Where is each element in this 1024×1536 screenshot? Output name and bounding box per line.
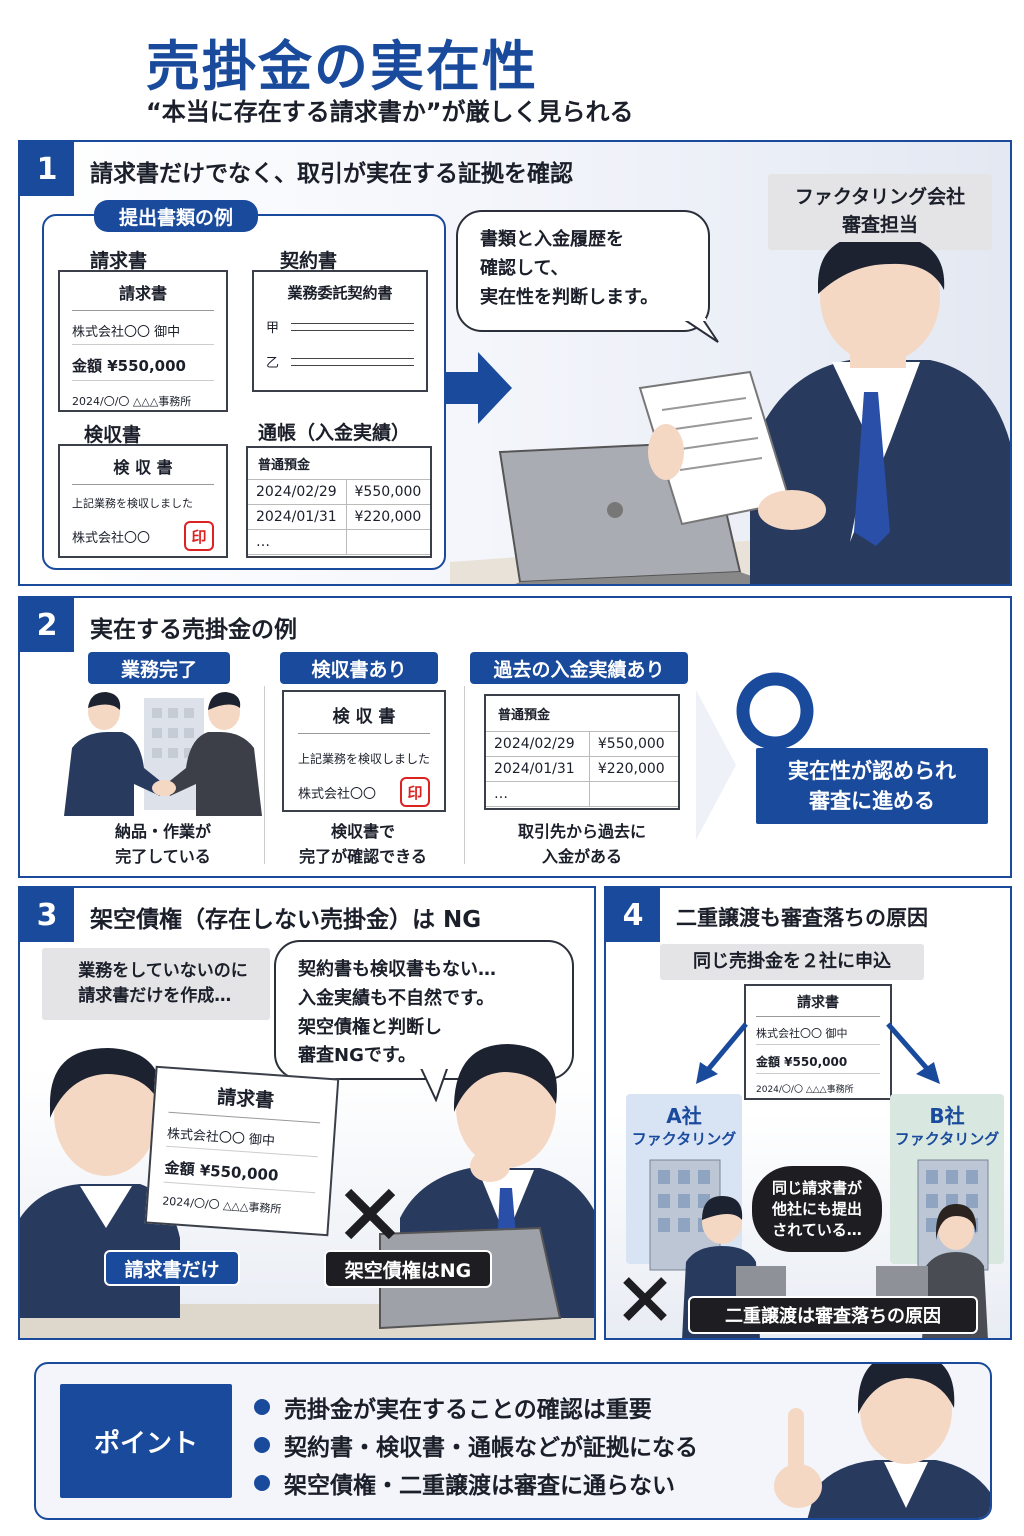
section-title: 実在する売掛金の例: [90, 617, 297, 643]
page-subtitle: “本当に存在する請求書か”が厳しく見られる: [146, 98, 634, 126]
invoice-label: 請求書: [90, 250, 148, 272]
tag-fictitious-ng: 架空債権はNG: [324, 1250, 492, 1288]
table-row: 2024/01/31¥220,000: [248, 504, 430, 530]
point-label: ポイント: [60, 1384, 232, 1498]
table-row: 2024/02/29¥550,000: [486, 732, 678, 757]
divider: [264, 686, 265, 864]
handshake-illustration: [64, 692, 262, 816]
passbook-label: 通帳（入金実績）: [258, 422, 411, 444]
company-b-sub: ファクタリング: [894, 1130, 1000, 1148]
bullet-dot-icon: [254, 1399, 270, 1415]
section-number: 4: [606, 888, 660, 942]
presenter-illustration: [774, 1364, 990, 1518]
tag-invoice-only: 請求書だけ: [104, 1250, 240, 1286]
section-number: 1: [20, 142, 74, 196]
note-box: 業務をしていないのに 請求書だけを作成…: [42, 948, 270, 1020]
documents-tag: 提出書類の例: [94, 200, 258, 232]
acceptance-doc: 検 収 書 上記業務を検収しました 株式会社〇〇印: [282, 690, 446, 812]
bullet-dot-icon: [254, 1475, 270, 1491]
reviewer-illustration: [450, 242, 1010, 584]
chevron-right-icon: [696, 690, 736, 840]
bubble-tail-icon: [680, 318, 719, 343]
tag-payment-history: 過去の入金実績あり: [470, 652, 688, 684]
bubble-duplicate: 同じ請求書が 他社にも提出 されている…: [752, 1166, 882, 1252]
table-row: 2024/02/29¥550,000: [248, 480, 430, 505]
tag-work-complete: 業務完了: [88, 652, 230, 684]
cross-icon: [623, 1277, 667, 1321]
point-bullet: 売掛金が実在することの確認は重要: [254, 1390, 652, 1424]
section-title: 請求書だけでなく、取引が実在する証拠を確認: [90, 161, 573, 187]
bullet-dot-icon: [254, 1437, 270, 1453]
section-number: 3: [20, 888, 74, 942]
passbook-doc: 普通預金 2024/02/29¥550,000 2024/01/31¥220,0…: [246, 446, 432, 558]
invoice-doc: 請求書 株式会社〇〇 御中 金額 ¥550,000 2024/〇/〇 △△△事務…: [58, 270, 228, 412]
caption-acceptance: 検収書で 完了が確認できる: [299, 822, 427, 866]
section-number: 2: [20, 598, 74, 652]
caption-work-complete: 納品・作業が 完了している: [114, 822, 211, 866]
circle-ok-icon: [736, 672, 814, 750]
point-box: ポイント 売掛金が実在することの確認は重要 契約書・検収書・通帳などが証拠になる…: [34, 1362, 992, 1520]
table-row: 2024/01/31¥220,000: [486, 756, 678, 782]
acceptance-label: 検収書: [84, 424, 142, 446]
section-2: 2 実在する売掛金の例 業務完了 納品・作業が 完了している 検収書あり 検 収…: [18, 596, 1012, 878]
company-a-name: A社: [666, 1104, 702, 1128]
contract-label: 契約書: [280, 250, 338, 272]
arrow-right-icon: [444, 352, 512, 424]
section-1: 1 請求書だけでなく、取引が実在する証拠を確認 提出書類の例 請求書 請求書 株…: [18, 140, 1012, 586]
reviewer-bubble: 契約書も検収書もない… 入金実績も不自然です。 架空債権と判断し 審査NGです。: [274, 940, 574, 1080]
result-tag: 実在性が認められ 審査に進める: [756, 748, 988, 824]
divider: [464, 686, 465, 864]
section-4: 4 二重譲渡も審査落ちの原因 同じ売掛金を２社に申込 請求書 株式会社〇〇 御中…: [604, 886, 1012, 1340]
company-a-sub: ファクタリング: [631, 1130, 737, 1148]
section-title: 二重譲渡も審査落ちの原因: [676, 906, 928, 930]
passbook-doc: 普通預金 2024/02/29¥550,000 2024/01/31¥220,0…: [484, 694, 680, 810]
table-row: …: [248, 529, 430, 555]
stamp-icon: 印: [184, 521, 214, 551]
stamp-icon: 印: [400, 777, 430, 807]
caption-payment-history: 取引先から過去に 入金がある: [517, 822, 646, 866]
note-box: 同じ売掛金を２社に申込: [660, 944, 924, 980]
point-bullet: 架空債権・二重譲渡は審査に通らない: [254, 1466, 675, 1500]
bubble-tail-icon: [418, 1066, 450, 1102]
acceptance-doc: 検 収 書 上記業務を検収しました 株式会社〇〇印: [58, 444, 228, 558]
page-title: 売掛金の実在性: [146, 35, 538, 98]
tag-acceptance: 検収書あり: [280, 652, 438, 684]
point-bullet: 契約書・検収書・通帳などが証拠になる: [254, 1428, 698, 1462]
reviewer-tag: ファクタリング会社 審査担当: [768, 174, 992, 250]
reviewer-bubble: 書類と入金履歴を 確認して、 実在性を判断します。: [456, 210, 710, 332]
tag-double-assignment: 二重譲渡は審査落ちの原因: [688, 1296, 978, 1334]
contract-doc: 業務委託契約書 甲 乙: [252, 270, 428, 392]
table-row: …: [486, 781, 678, 807]
section-3: 3 架空債権（存在しない売掛金）は NG 業務をしていないのに 請求書だけを作成…: [18, 886, 596, 1340]
cross-icon: [344, 1188, 396, 1240]
section-title: 架空債権（存在しない売掛金）は NG: [90, 907, 482, 933]
company-b-name: B社: [929, 1104, 965, 1128]
invoice-doc: 請求書 株式会社〇〇 御中 金額 ¥550,000 2024/〇/〇 △△△事務…: [744, 984, 892, 1100]
arrow-split-icon: [696, 1022, 940, 1084]
invoice-doc: 請求書 株式会社〇〇 御中 金額 ¥550,000 2024/〇/〇 △△△事務…: [144, 1065, 340, 1237]
